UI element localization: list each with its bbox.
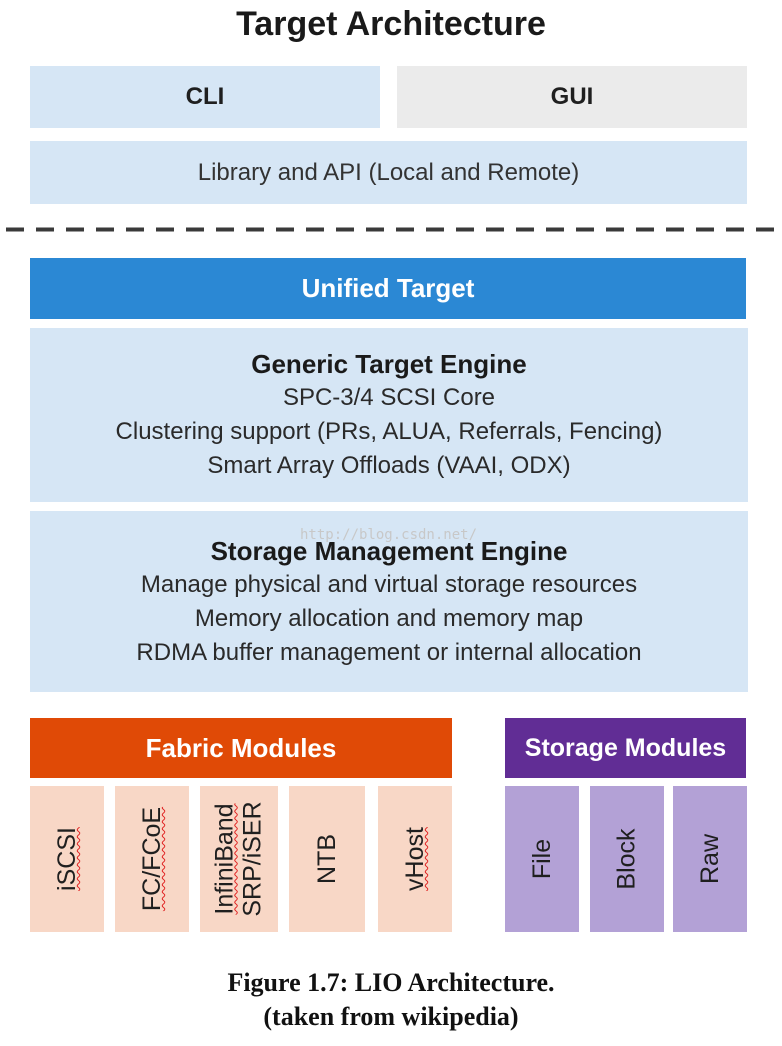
storage-module-file: File (505, 786, 579, 932)
module-label: File (527, 838, 556, 880)
generic-engine-line: SPC-3/4 SCSI Core (282, 384, 496, 411)
storage-management-engine-box: Storage Management Engine Manage physica… (30, 511, 748, 692)
generic-target-engine-title: Generic Target Engine (251, 349, 527, 379)
fabric-module-iscsi: iSCSI (30, 786, 104, 932)
unified-target-bar: Unified Target (30, 258, 746, 319)
watermark-text: http://blog.csdn.net/ (300, 527, 478, 543)
storage-management-engine-title: Storage Management Engine (210, 535, 568, 566)
module-label: InfiniBand (211, 803, 239, 915)
fabric-module-fc-fcoe: FC/FCoE (115, 786, 189, 932)
module-label: vHost (401, 827, 429, 891)
module-label: SRP/iSER (239, 801, 267, 917)
cli-box: CLI (30, 66, 380, 128)
storage-module-raw: Raw (673, 786, 747, 932)
storage-module-block: Block (590, 786, 664, 932)
storage-engine-line: Memory allocation and memory map (194, 604, 584, 632)
module-label: FC/FCoE (138, 806, 166, 912)
module-label: iSCSI (53, 827, 81, 891)
storage-modules-header: Storage Modules (505, 718, 746, 778)
module-label: NTB (313, 834, 341, 884)
storage-engine-line: RDMA buffer management or internal alloc… (136, 638, 642, 666)
generic-target-engine-box: Generic Target Engine SPC-3/4 SCSI Core … (30, 328, 748, 502)
module-label: Raw (695, 833, 724, 885)
generic-engine-line: Smart Array Offloads (VAAI, ODX) (207, 452, 571, 479)
fabric-modules-header: Fabric Modules (30, 718, 452, 778)
generic-engine-line: Clustering support (PRs, ALUA, Referrals… (115, 418, 663, 445)
caption-line: Figure 1.7: LIO Architecture. (227, 968, 555, 997)
fabric-module-vhost: vHost (378, 786, 452, 932)
diagram-title: Target Architecture (236, 4, 546, 43)
storage-engine-line: Manage physical and virtual storage reso… (140, 570, 638, 598)
fabric-module-infiniband: InfiniBand SRP/iSER (200, 786, 278, 932)
fabric-module-ntb: NTB (289, 786, 365, 932)
gui-box: GUI (397, 66, 747, 128)
module-label: Block (612, 828, 641, 890)
figure-caption: Figure 1.7: LIO Architecture. (taken fro… (0, 966, 782, 1034)
caption-line: (taken from wikipedia) (263, 1002, 519, 1031)
dashed-divider (6, 227, 780, 232)
library-api-box: Library and API (Local and Remote) (30, 141, 747, 204)
